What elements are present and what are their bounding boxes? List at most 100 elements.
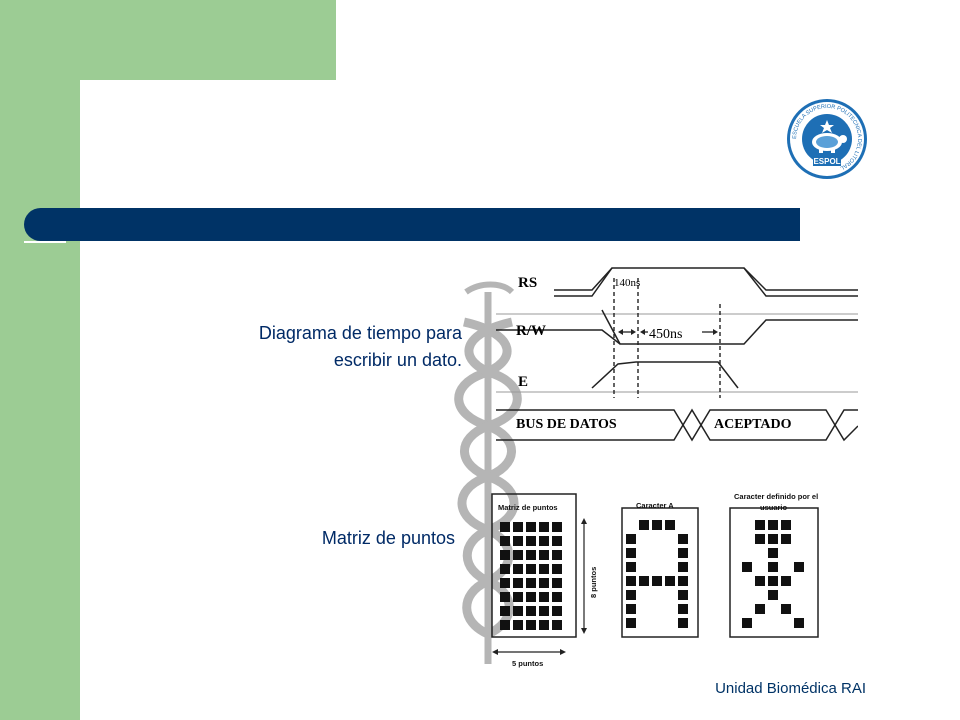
- matrix-dot: [539, 522, 549, 532]
- char-a-dot: [678, 562, 688, 572]
- matrix-dot: [500, 592, 510, 602]
- width-label: 5 puntos: [512, 659, 543, 668]
- matrix-dot: [500, 606, 510, 616]
- char-a-dot: [626, 548, 636, 558]
- panel3-title-line1: Caracter definido por el: [734, 492, 818, 501]
- custom-char-dot: [794, 562, 804, 572]
- caduceus-watermark: [454, 281, 522, 664]
- char-a-dot: [639, 576, 649, 586]
- matrix-dot: [513, 578, 523, 588]
- matrix-dot: [513, 564, 523, 574]
- custom-char-dot: [768, 520, 778, 530]
- matrix-dot: [539, 578, 549, 588]
- custom-char-dot: [755, 604, 765, 614]
- char-a-dot: [626, 590, 636, 600]
- bus-label: BUS DE DATOS: [516, 417, 617, 432]
- matrix-dot: [500, 620, 510, 630]
- matrix-dot: [513, 522, 523, 532]
- espol-seal-logo: ESCUELA SUPERIOR POLITECNICA DEL LITORAL…: [787, 99, 867, 179]
- matrix-dot: [539, 606, 549, 616]
- matrix-dot: [526, 536, 536, 546]
- matrix-dot: [513, 536, 523, 546]
- title-bar-notch: [24, 241, 66, 243]
- char-a-dot: [678, 548, 688, 558]
- matrix-dot: [552, 522, 562, 532]
- custom-char-dot: [781, 576, 791, 586]
- matrix-dot: [552, 550, 562, 560]
- custom-char-dot: [781, 520, 791, 530]
- height-label: 8 puntos: [589, 567, 598, 598]
- title-bar: [24, 208, 800, 241]
- matrix-dot: [552, 578, 562, 588]
- custom-char-dot: [742, 562, 752, 572]
- seal-name: ESPOL: [813, 157, 840, 166]
- matrix-dot: [526, 620, 536, 630]
- char-a-dot: [665, 520, 675, 530]
- custom-char-dot: [768, 562, 778, 572]
- time-setup-label: 140ns: [614, 277, 640, 289]
- custom-char-dot: [768, 548, 778, 558]
- char-a-dot: [678, 534, 688, 544]
- matrix-dot: [526, 564, 536, 574]
- matrix-dot: [500, 564, 510, 574]
- char-a-dot: [678, 618, 688, 628]
- matrix-dot: [500, 550, 510, 560]
- char-a-dot: [626, 534, 636, 544]
- matrix-caption: Matriz de puntos: [321, 528, 455, 548]
- char-a-dot: [678, 590, 688, 600]
- panel3-title-line2: usuario: [760, 503, 788, 512]
- timing-caption-line1: Diagrama de tiempo para: [258, 323, 462, 343]
- char-a-dot: [665, 576, 675, 586]
- matrix-dot: [513, 606, 523, 616]
- char-a-dot: [652, 576, 662, 586]
- matrix-dot: [552, 564, 562, 574]
- matrix-dot: [500, 578, 510, 588]
- green-sidebar: [0, 0, 80, 720]
- matrix-dot: [526, 592, 536, 602]
- footer-text: Unidad Biomédica RAI: [715, 680, 866, 697]
- custom-char-dot: [768, 576, 778, 586]
- matrix-dot: [552, 592, 562, 602]
- custom-char-dot: [755, 534, 765, 544]
- panel2-title: Caracter A: [636, 501, 674, 510]
- matrix-dot: [500, 522, 510, 532]
- matrix-dot: [500, 536, 510, 546]
- matrix-dot: [513, 592, 523, 602]
- char-a-dot: [626, 618, 636, 628]
- custom-char-dot: [742, 618, 752, 628]
- char-a-dot: [639, 520, 649, 530]
- matrix-dot: [526, 550, 536, 560]
- matrix-dot: [539, 536, 549, 546]
- matrix-dot: [539, 592, 549, 602]
- matrix-dot: [539, 550, 549, 560]
- char-a-dot: [652, 520, 662, 530]
- matrix-dot: [526, 578, 536, 588]
- custom-char-dot: [768, 590, 778, 600]
- matrix-dot: [552, 606, 562, 616]
- char-a-dot: [626, 604, 636, 614]
- char-a-dot: [626, 576, 636, 586]
- panel1-title: Matriz de puntos: [498, 503, 558, 512]
- custom-char-dot: [755, 576, 765, 586]
- time-pulse-label: 450ns: [649, 327, 682, 342]
- bus-value: ACEPTADO: [714, 417, 792, 432]
- timing-diagram: RS R/W E BUS DE DATOS ACEPTADO 140ns 450…: [496, 267, 858, 442]
- custom-char-dot: [768, 534, 778, 544]
- green-top-block: [0, 0, 336, 80]
- matrix-dot: [539, 564, 549, 574]
- custom-char-dot: [794, 618, 804, 628]
- dot-matrix-figure: Matriz de puntos Caracter A Caracter def…: [491, 492, 819, 668]
- signal-e-label: E: [518, 374, 528, 390]
- signal-rs-label: RS: [518, 275, 537, 291]
- matrix-dot: [526, 522, 536, 532]
- matrix-dot: [513, 550, 523, 560]
- char-a-dot: [678, 576, 688, 586]
- char-a-dot: [626, 562, 636, 572]
- matrix-dot: [526, 606, 536, 616]
- signal-rw-label: R/W: [516, 323, 546, 339]
- matrix-dot: [552, 536, 562, 546]
- matrix-dot: [539, 620, 549, 630]
- custom-char-dot: [781, 604, 791, 614]
- char-a-dot: [678, 604, 688, 614]
- timing-caption-line2: escribir un dato.: [333, 350, 462, 370]
